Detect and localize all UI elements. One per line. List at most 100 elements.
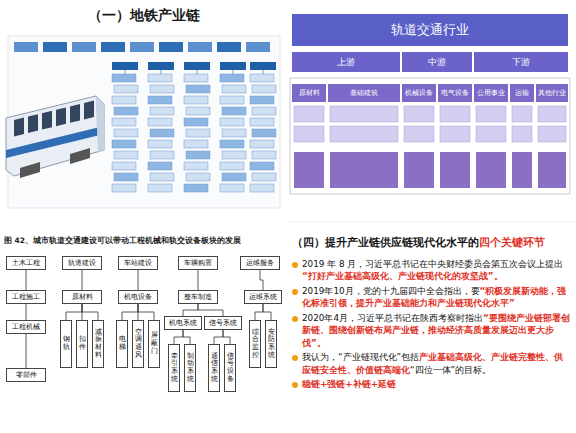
chain-item xyxy=(184,118,208,126)
vertical-box: 牵引系统 xyxy=(168,344,180,392)
node-text: 整车制造 xyxy=(184,292,212,302)
tree-connector xyxy=(263,304,271,320)
tree-connector xyxy=(214,330,223,344)
sub-tile xyxy=(330,126,398,142)
chain-item xyxy=(252,107,276,115)
highlight-text: “打好产业基础高级化、产业链现代化的攻坚战”。 xyxy=(302,271,503,281)
vertical-box: 制动系统 xyxy=(184,344,196,392)
vertical-box: 空调通风 xyxy=(132,320,144,368)
flow-box xyxy=(130,42,154,52)
chain-item xyxy=(150,151,174,159)
sub-tile xyxy=(440,106,470,122)
node-text: 车辆购置 xyxy=(184,258,212,268)
chain-item xyxy=(112,162,136,170)
connector-line xyxy=(138,270,139,290)
sub-tile xyxy=(294,106,324,122)
highlight-text: 稳链+强链+补链+延链 xyxy=(302,379,396,389)
chain-item xyxy=(252,129,276,137)
chain-item xyxy=(250,184,274,192)
process-box: 工程施工 xyxy=(6,290,46,304)
sub-tile xyxy=(512,126,532,142)
flow-box xyxy=(43,42,67,52)
connector-line xyxy=(26,304,27,320)
title-highlight: 四个关键环节 xyxy=(479,236,545,248)
bottom-tile xyxy=(294,152,324,188)
chain-item xyxy=(150,173,174,181)
tram-illustration xyxy=(6,96,104,178)
tree-connector xyxy=(82,270,83,290)
title-text: （四）提升产业链供应链现代化水平的 xyxy=(292,236,479,248)
node-text: 扣件 xyxy=(79,336,86,351)
chain-item xyxy=(252,151,276,159)
chain-item xyxy=(148,118,172,126)
chain-link xyxy=(233,70,234,74)
connector-line xyxy=(138,304,154,320)
node-text: 机械设备 xyxy=(405,88,433,98)
chain-item xyxy=(222,151,246,159)
tree-connector xyxy=(26,270,27,290)
chain-item xyxy=(186,129,210,137)
connector-line xyxy=(183,330,190,344)
chain-item xyxy=(250,74,274,82)
bottom-tile xyxy=(512,152,532,188)
flow-box xyxy=(188,42,212,52)
node-text: 电气设备 xyxy=(441,88,469,98)
category-box: 其他行业 xyxy=(536,84,568,102)
tree-connector xyxy=(138,270,139,290)
tram-window xyxy=(70,104,80,123)
stage-band: 下游 xyxy=(474,52,568,72)
chain-link xyxy=(125,70,126,74)
chain-item xyxy=(250,140,274,148)
chain-item xyxy=(112,96,136,104)
chain-item xyxy=(150,85,174,93)
sub-tile xyxy=(538,126,566,142)
bullet-dot xyxy=(292,262,298,268)
chain-item xyxy=(250,96,274,104)
flow-box xyxy=(14,42,38,52)
bullet-item: 2019年10月，党的十九届四中全会指出，要“积极发展新动能，强化标准引领，提升… xyxy=(292,285,572,310)
tree-connector xyxy=(82,304,98,320)
chain-item xyxy=(220,184,244,192)
vertical-box: 安防系统 xyxy=(265,320,277,368)
chain-link xyxy=(263,70,264,74)
tram-window xyxy=(28,114,38,133)
tree-connector xyxy=(122,304,138,320)
chain-link xyxy=(197,70,198,74)
separator xyxy=(288,222,576,223)
node-text: 机电设备 xyxy=(124,292,152,302)
chain-item xyxy=(112,140,136,148)
process-box: 机电系统 xyxy=(164,316,202,330)
chain-item xyxy=(222,85,246,93)
node-text: 空调通风 xyxy=(135,329,142,360)
stage-band: 中游 xyxy=(402,52,472,72)
tree-connector xyxy=(198,304,223,316)
node-text: 钢轨 xyxy=(63,336,70,351)
tree-connector xyxy=(260,270,263,290)
flow-box xyxy=(101,42,125,52)
bottom-tile xyxy=(330,152,398,188)
chain-item xyxy=(184,74,208,82)
chain-item xyxy=(222,107,246,115)
node-text: 上游 xyxy=(337,56,355,69)
chain-item xyxy=(220,118,244,126)
sub-tile xyxy=(294,126,324,142)
process-box: 原材料 xyxy=(62,290,102,304)
tree-connector xyxy=(223,330,230,344)
chain-item xyxy=(222,173,246,181)
node-text: 运维系统 xyxy=(249,292,277,302)
sub-tile xyxy=(404,106,434,122)
chain-item xyxy=(186,107,210,115)
node-text: 信号设备 xyxy=(227,353,234,384)
process-box: 运维系统 xyxy=(244,290,282,304)
node-text: 土木工程 xyxy=(12,258,40,268)
chain-head xyxy=(148,62,174,70)
chain-item xyxy=(220,140,244,148)
chain-item xyxy=(222,129,246,137)
chain-head xyxy=(184,62,210,70)
flow-box xyxy=(217,42,241,52)
sub-tile xyxy=(404,126,434,142)
chain-item xyxy=(148,74,172,82)
body-text: 2020年4月，习近平总书记在陕西考察时指出 xyxy=(302,313,483,323)
tree-connector xyxy=(26,334,27,368)
tree-connector xyxy=(174,330,183,344)
